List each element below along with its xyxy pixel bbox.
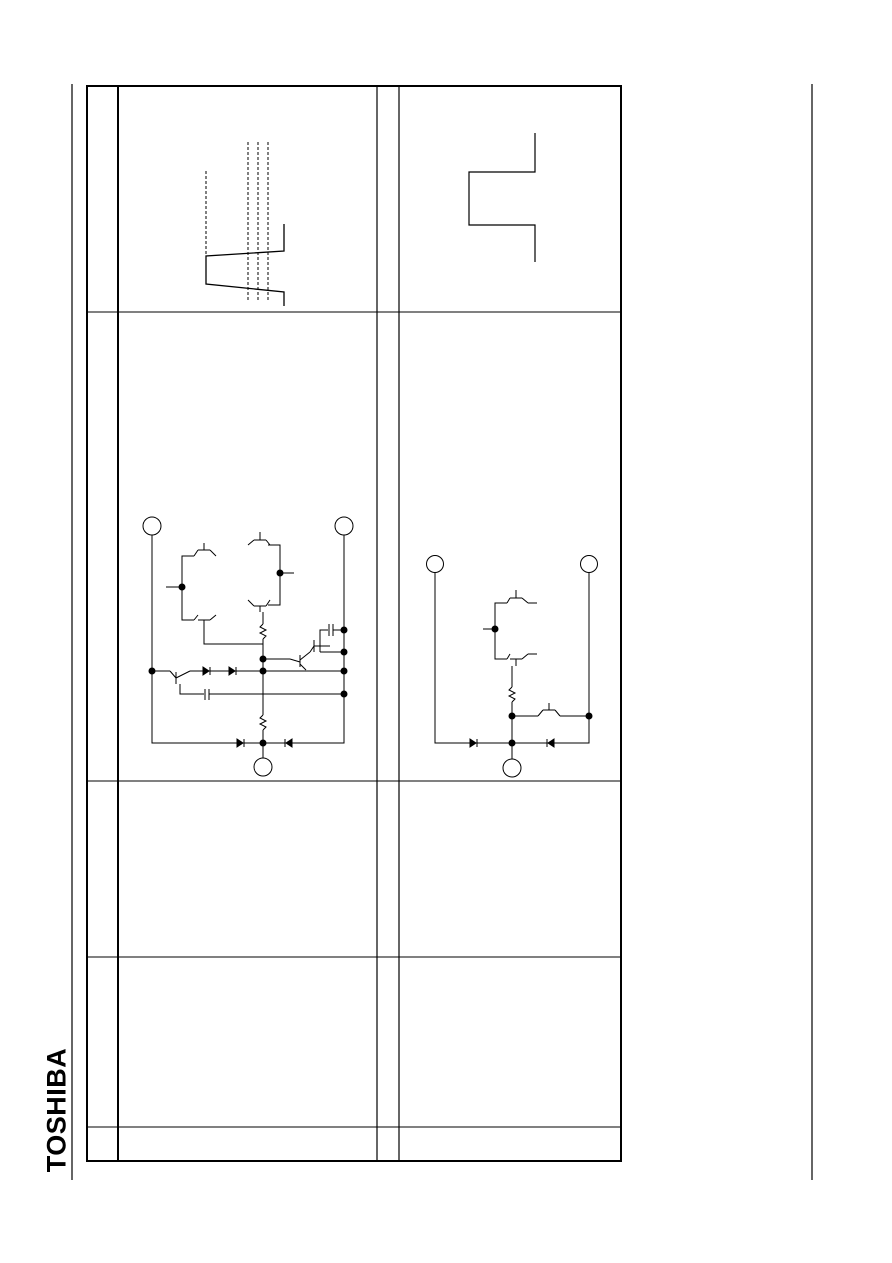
diode-symbol (546, 738, 555, 748)
differential-pair-circuit (142, 516, 354, 777)
ramp-waveform-figure (205, 142, 285, 306)
circuit-node (259, 739, 267, 747)
transistor-symbol (247, 599, 271, 612)
circuit-node (276, 569, 284, 577)
terminal-pin (334, 516, 354, 536)
ramp-waveform-trace (205, 224, 285, 306)
circuit-node (340, 690, 348, 698)
output-buffer-circuit (426, 555, 598, 778)
resistor-symbol (507, 686, 517, 703)
transistor-symbol (193, 543, 217, 557)
terminal-pin (502, 758, 522, 778)
circuit-wire (494, 602, 507, 629)
circuit-node (340, 648, 348, 656)
transistor-symbol (506, 653, 537, 666)
circuit-node (148, 667, 156, 675)
circuit-node (340, 667, 348, 675)
diode-symbol (202, 666, 211, 676)
transistor-symbol (309, 640, 330, 653)
terminal-pin (142, 516, 162, 536)
table-outer-border (86, 85, 622, 1162)
terminal-pin (253, 757, 273, 777)
pulse-waveform-figure (468, 133, 536, 262)
circuit-wire (179, 684, 204, 695)
spec-table (86, 85, 622, 1162)
diode-symbol (469, 738, 478, 748)
circuit-wire (181, 587, 194, 621)
circuit-wire (181, 555, 194, 587)
resistor-symbol (258, 714, 268, 731)
transistor-symbol (289, 651, 311, 671)
terminal-pin (580, 555, 598, 573)
circuit-node (178, 583, 186, 591)
diode-symbol (284, 738, 293, 748)
circuit-wire (268, 573, 281, 606)
circuit-wire (268, 544, 281, 573)
transistor-symbol (537, 703, 561, 717)
transistor-symbol (193, 614, 217, 627)
transistor-symbol (247, 532, 271, 546)
diode-symbol (236, 738, 245, 748)
circuit-node (585, 712, 593, 720)
circuit-node (340, 626, 348, 634)
capacitor-symbol (204, 689, 210, 700)
circuit-node (491, 625, 499, 633)
circuit-wire (203, 627, 263, 645)
terminal-pin (426, 555, 444, 573)
circuit-wire (319, 629, 328, 652)
transistor-symbol (169, 670, 191, 684)
transistor-symbol (506, 590, 537, 604)
diode-symbol (228, 666, 237, 676)
circuit-wire (494, 629, 507, 660)
circuit-wire (151, 535, 345, 744)
capacitor-symbol (328, 624, 334, 636)
resistor-symbol (258, 623, 268, 640)
pulse-waveform-trace (468, 133, 536, 262)
